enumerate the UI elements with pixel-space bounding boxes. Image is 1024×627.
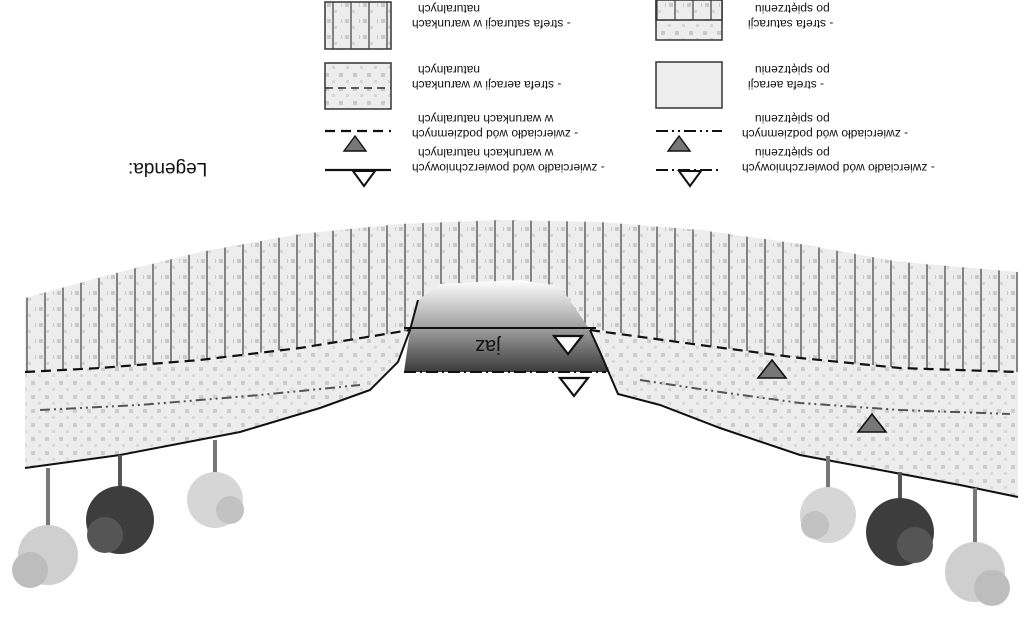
legend-label-line: po spiętrzeniu bbox=[755, 63, 830, 77]
legend-label-line: po spiętrzeniu bbox=[755, 112, 830, 126]
legend-triangle-sw-after bbox=[677, 170, 703, 188]
legend-swatch-aer-after bbox=[655, 61, 723, 109]
legend-title: Legenda: bbox=[128, 158, 208, 179]
groundwater-after-line bbox=[39, 379, 1011, 415]
legend-label-line: - zwierciadło wód powierzchniowych bbox=[412, 161, 605, 175]
plants-left bbox=[12, 440, 244, 588]
legend-swatch-aer-natural bbox=[324, 62, 392, 110]
groundwater-natural-triangle bbox=[756, 358, 788, 379]
legend-label-line: po spiętrzeniu bbox=[755, 2, 830, 16]
legend-label-line: naturalnych bbox=[418, 2, 481, 16]
weir-water bbox=[404, 280, 608, 372]
legend-triangle-gw-after bbox=[666, 134, 692, 152]
legend-label-line: - strefa saturacji w warunkach bbox=[412, 17, 571, 31]
groundwater-natural-line bbox=[24, 328, 1019, 374]
legend-label-line: - strefa aeracji w warunkach bbox=[412, 78, 562, 92]
legend-label-line: w warunkach naturalnych bbox=[418, 146, 554, 160]
legend-label-line: po spiętrzeniu bbox=[755, 146, 830, 160]
aeration-zone bbox=[25, 332, 400, 468]
plants-right bbox=[800, 456, 1010, 606]
legend-triangle-sw-natural bbox=[351, 170, 377, 188]
aeration-zone-right bbox=[600, 330, 1018, 497]
groundwater-after-triangle bbox=[856, 412, 888, 433]
legend-label-line: - zwierciadło wód podziemnych bbox=[742, 127, 909, 141]
legend-label-line: w warunkach naturalnych bbox=[418, 112, 554, 126]
legend-triangle-gw-natural bbox=[342, 134, 368, 152]
legend-swatch-sat-natural bbox=[324, 1, 392, 50]
surface-water-after-triangle bbox=[557, 376, 591, 398]
legend-label-line: - zwierciadło wód powierzchniowych bbox=[742, 161, 935, 175]
channel-outline bbox=[24, 299, 1019, 498]
legend-label-line: - strefa aeracji bbox=[748, 78, 825, 92]
legend-label-line: - zwierciadło wód podziemnych bbox=[412, 127, 579, 141]
weir-label: jaz bbox=[475, 335, 501, 357]
legend-label-line: naturalnych bbox=[418, 63, 481, 77]
surface-water-natural-triangle bbox=[551, 334, 585, 356]
legend-label-line: - strefa saturacji bbox=[748, 17, 834, 31]
